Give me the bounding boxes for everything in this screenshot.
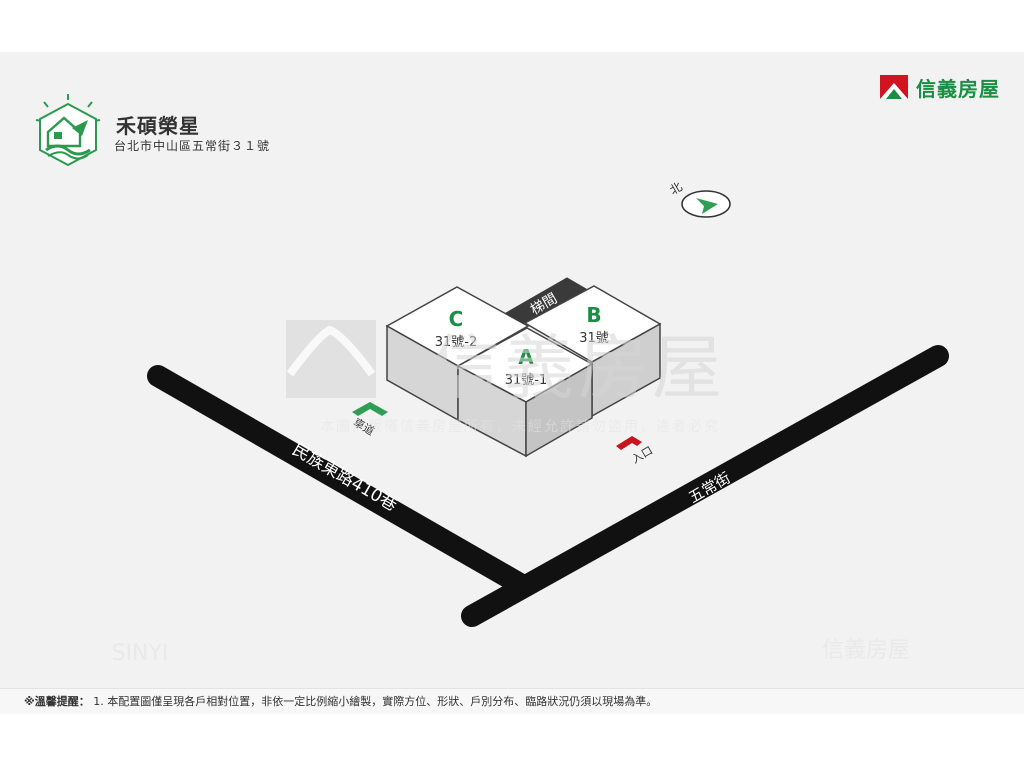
project-address: 台北市中山區五常街３１號 — [114, 139, 271, 153]
stair-hall — [504, 277, 588, 325]
compass: 北 — [667, 179, 731, 218]
watermark-line: 本圖片版權信義房屋所有，未經允許請勿盜用，違者必究 — [320, 418, 720, 435]
building-b-number: 31號 — [579, 331, 609, 346]
brand-mark-icon — [880, 75, 908, 99]
entrance-marker: 入口 — [616, 436, 655, 466]
project-name: 禾碩榮星 — [116, 114, 200, 138]
north-arrow-icon — [696, 198, 718, 214]
building-a-letter: A — [518, 345, 534, 369]
brand-logo: 信義房屋 — [880, 74, 1000, 101]
brand-name: 信義房屋 — [916, 76, 1000, 101]
road-street — [461, 345, 949, 627]
watermark: 信義房屋 本圖片版權信義房屋所有，未經允許請勿盜用，違者必究 信義房屋 SINY… — [112, 320, 910, 666]
road-lane — [147, 365, 531, 595]
building-a — [456, 327, 594, 458]
footer-notice: ※溫馨提醒： 1. 本配置圖僅呈現各戶相對位置，非依一定比例縮小繪製，實際方位、… — [0, 688, 1024, 715]
building-c-number: 31號-2 — [435, 335, 478, 350]
watermark-latin: SINYI — [112, 641, 169, 666]
footer-text: 1. 本配置圖僅呈現各戶相對位置，非依一定比例縮小繪製，實際方位、形狀、戶別分布… — [93, 695, 658, 708]
house-emblem-icon — [35, 94, 101, 167]
watermark-big: 信義房屋 — [430, 327, 726, 409]
building-a-number: 31號-1 — [505, 373, 548, 388]
building-b-letter: B — [586, 303, 601, 327]
compass-label: 北 — [667, 179, 684, 197]
bottom-band — [0, 714, 1024, 768]
entrance-label: 入口 — [629, 444, 655, 466]
building-c-letter: C — [449, 307, 464, 331]
footer-lead: ※溫馨提醒： — [24, 695, 90, 708]
lane-label: 民族東路410巷 — [289, 440, 401, 516]
top-band — [0, 0, 1024, 52]
watermark-small: 信義房屋 — [822, 638, 910, 663]
